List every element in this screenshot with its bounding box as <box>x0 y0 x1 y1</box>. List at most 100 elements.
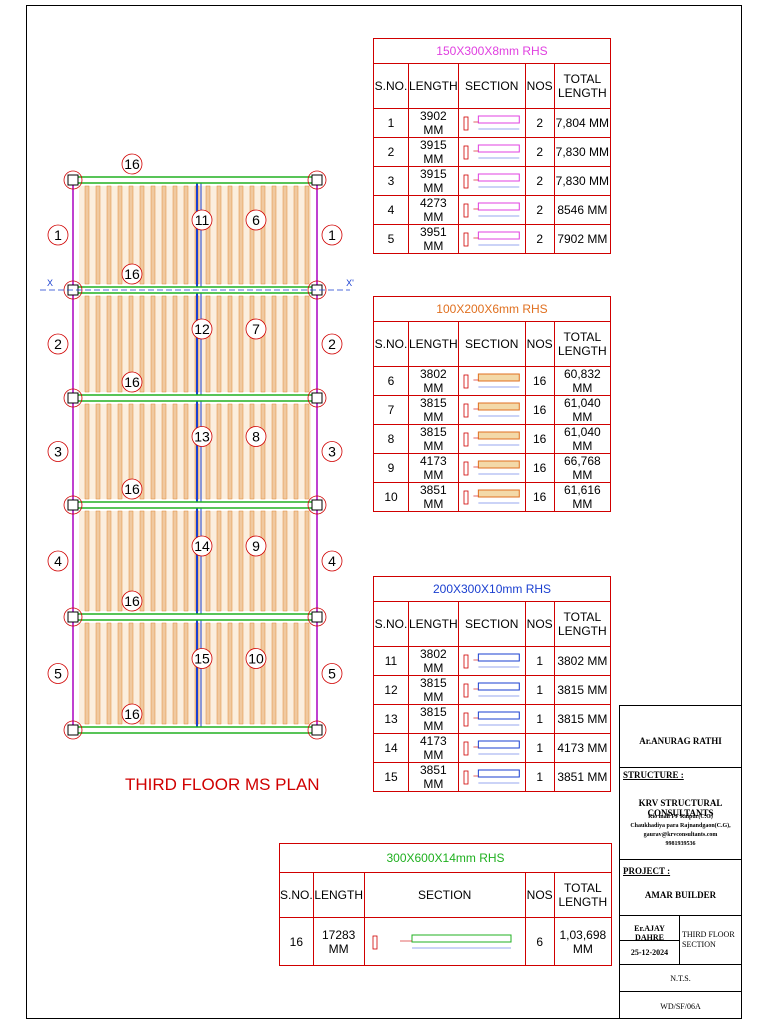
joist <box>293 295 299 393</box>
grid-mark-left-circle <box>47 224 69 246</box>
cell-section <box>457 733 526 763</box>
cell-sno: 8 <box>373 424 409 454</box>
cell-section <box>457 108 526 138</box>
rhs-table-150x300: 150X300X8mm RHS S.NO. LENGTH SECTION NOS… <box>373 38 612 254</box>
cell-sno: 12 <box>373 675 409 705</box>
joist <box>249 185 255 285</box>
cell-length: 3915 MM <box>408 166 459 196</box>
joist <box>161 622 167 725</box>
joist <box>150 622 156 725</box>
joist <box>95 622 101 725</box>
joist <box>249 295 255 393</box>
cell-length: 3902 MM <box>408 108 459 138</box>
section-sketch <box>463 769 520 785</box>
joist <box>293 403 299 500</box>
joist <box>139 185 145 285</box>
column <box>311 499 323 511</box>
info-grid: Er.AJAY DAHRE 25-12-2024 THIRD FLOOR SEC… <box>620 916 741 1018</box>
joist <box>139 403 145 500</box>
cell-section <box>457 482 526 512</box>
cell-length: 3851 MM <box>408 762 459 792</box>
grid-divider <box>620 964 741 965</box>
member-mark-joist: 9 <box>252 538 260 554</box>
member-mark-beam: 16 <box>124 374 140 390</box>
joist <box>238 295 244 393</box>
joist <box>95 510 101 612</box>
rhs-table-200x300: 200X300X10mm RHS S.NO. LENGTH SECTION NO… <box>373 576 612 792</box>
col-total-length: TOTAL LENGTH <box>553 63 612 109</box>
joist <box>216 510 222 612</box>
joist <box>271 295 277 393</box>
cell-total-length: 61,040 MM <box>553 395 612 425</box>
column-mark <box>307 607 327 627</box>
cell-total-length: 61,616 MM <box>553 482 612 512</box>
main-beam <box>72 726 318 734</box>
column-mark <box>307 720 327 740</box>
plan-title: THIRD FLOOR MS PLAN <box>125 775 320 794</box>
joist <box>84 185 90 285</box>
col-total-length: TOTAL LENGTH <box>553 321 612 367</box>
cell-total-length: 8546 MM <box>553 195 612 225</box>
col-length: LENGTH <box>408 321 459 367</box>
column-mark <box>63 170 83 190</box>
member-mark-center-circle <box>191 648 213 669</box>
column-mark <box>307 495 327 515</box>
joist <box>227 295 233 393</box>
joist <box>172 185 178 285</box>
col-sno: S.NO. <box>279 872 314 918</box>
cell-section <box>457 675 526 705</box>
joist <box>95 403 101 500</box>
member-mark-beam-circle <box>121 590 143 612</box>
cell-total-length: 7,804 MM <box>553 108 612 138</box>
joist <box>282 622 288 725</box>
joist <box>106 295 112 393</box>
member-mark-center: 13 <box>194 429 210 445</box>
member-mark-beam: 16 <box>124 593 140 609</box>
cell-nos: 16 <box>524 453 555 483</box>
joist <box>205 185 211 285</box>
member-mark-center-circle <box>191 535 213 557</box>
main-beam <box>72 176 318 184</box>
col-sno: S.NO. <box>373 601 409 647</box>
joist <box>117 403 123 500</box>
cell-nos: 2 <box>524 108 555 138</box>
joist <box>304 510 310 612</box>
col-sno: S.NO. <box>373 63 409 109</box>
member-mark-joist-circle <box>245 426 267 447</box>
joist <box>150 295 156 393</box>
project-label: PROJECT : <box>623 866 671 876</box>
joist <box>216 403 222 500</box>
joist <box>139 295 145 393</box>
member-mark-center: 11 <box>195 212 210 228</box>
cell-nos: 16 <box>524 366 555 396</box>
cell-nos: 16 <box>524 424 555 454</box>
cell-total-length: 66,768 MM <box>553 453 612 483</box>
col-total-length: TOTAL LENGTH <box>553 872 613 918</box>
grid-mark-left: 2 <box>54 336 62 352</box>
joist <box>183 185 189 285</box>
joist <box>84 622 90 725</box>
joist <box>260 403 266 500</box>
structure-box: STRUCTURE : KRV STRUCTURAL CONSULTANTS R… <box>620 768 741 860</box>
cell-length: 3815 MM <box>408 424 459 454</box>
cell-sno: 14 <box>373 733 409 763</box>
col-length: LENGTH <box>408 601 459 647</box>
joist <box>161 185 167 285</box>
joist <box>183 403 189 500</box>
drawing-frame <box>26 5 742 1019</box>
cell-length: 3802 MM <box>408 646 459 676</box>
axis-label: X' <box>346 278 354 288</box>
joist <box>106 185 112 285</box>
date: 25-12-2024 <box>630 948 669 957</box>
joist <box>183 622 189 725</box>
section-sketch <box>463 144 520 160</box>
grid-divider <box>620 940 679 941</box>
column-mark <box>63 720 83 740</box>
cell-total-length: 1,03,698 MM <box>553 917 613 966</box>
cell-length: 3802 MM <box>408 366 459 396</box>
joist <box>249 510 255 612</box>
member-mark-joist: 6 <box>252 212 260 228</box>
joist <box>172 510 178 612</box>
